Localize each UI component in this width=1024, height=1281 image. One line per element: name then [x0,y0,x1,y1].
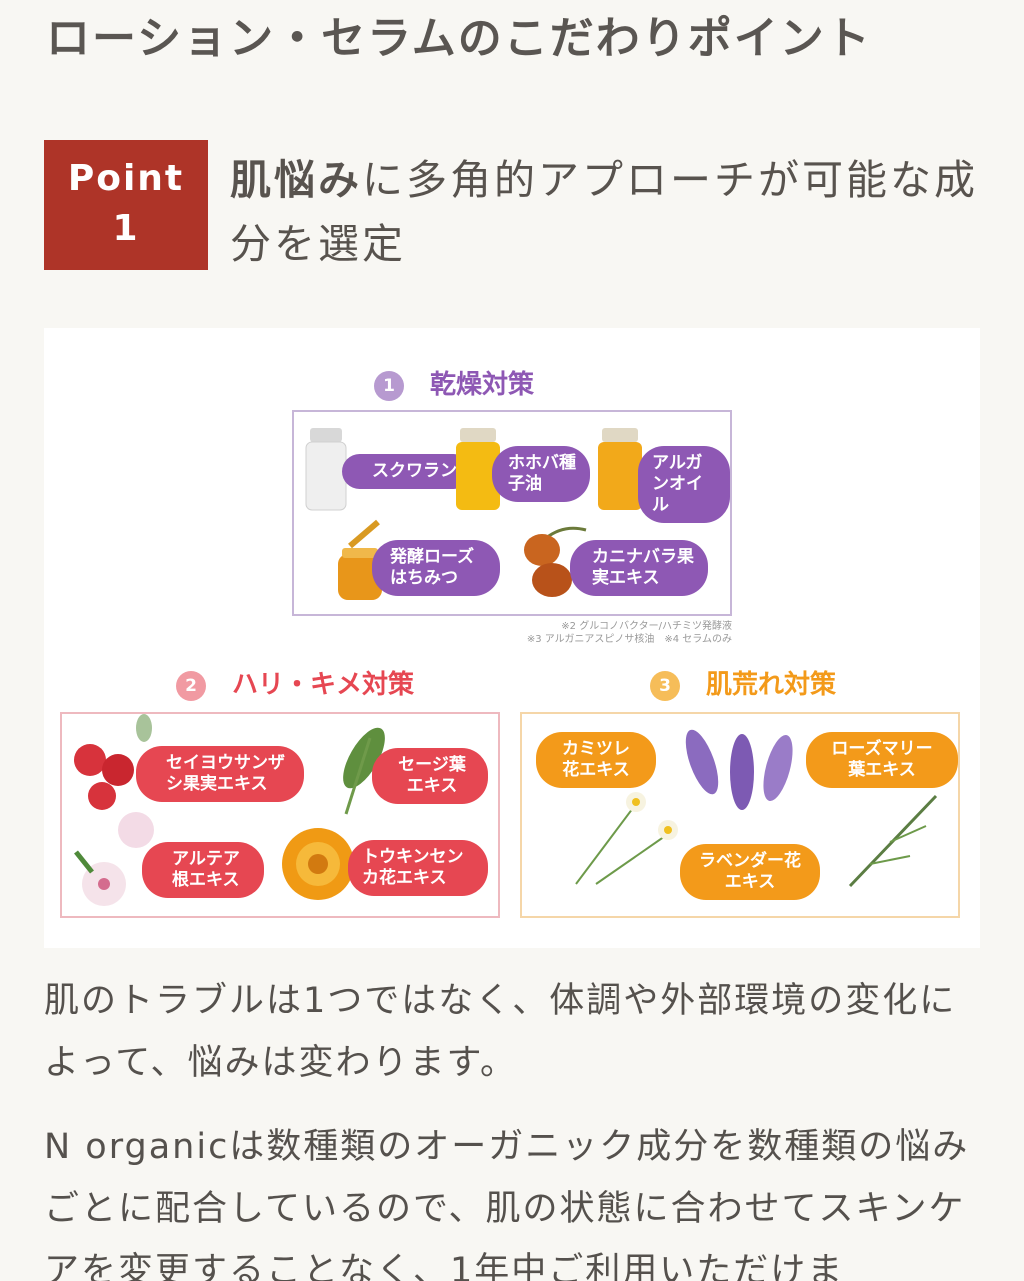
marshmallow-flower-icon [74,812,154,906]
firm-box: セイヨウサンザシ果実エキス セージ葉エキス アルテア根エキス トウキンセンカ花エ… [60,712,500,918]
dry-number-icon: 1 [374,370,404,401]
section-title: ローション・セラムのこだわりポイント [46,13,872,64]
ingredient-rosehip: カニナバラ果実エキス [570,540,708,596]
dry-title: 1 乾燥対策 [374,364,534,401]
ingredient-chamomile: カミツレ花エキス [536,732,656,788]
firm-title: 2 ハリ・キメ対策 [176,664,414,701]
body-paragraph-2: N organicは数種類のオーガニック成分を数種類の悩みごとに配合しているので… [44,1127,970,1281]
ingredient-calendula: トウキンセンカ花エキス [348,840,488,896]
firm-number-icon: 2 [176,670,206,701]
ingredient-jojoba: ホホバ種子油 [492,446,590,502]
point-badge-number: 1 [112,208,140,249]
dry-note-1: ※2 グルコノバクター/ハチミツ発酵液 [561,621,732,632]
rosemary-icon [848,794,938,888]
rosehip-icon [524,526,587,597]
point-heading-bold: 肌悩み [230,156,362,204]
rough-number-icon: 3 [650,670,680,701]
dry-notes: ※2 グルコノバクター/ハチミツ発酵液 ※3 アルガニアスピノサ核油 ※4 セラ… [527,620,732,646]
rough-title: 3 肌荒れ対策 [650,664,836,701]
point-badge-word: Point [67,158,185,199]
chamomile-icon [575,792,678,885]
hawthorn-icon [74,714,152,810]
lavender-icon [685,729,793,810]
ingredient-squalane: スクワラン [342,454,471,489]
point-heading: 肌悩みに多角的アプローチが可能な成分を選定 [230,148,990,276]
dry-box: スクワラン ホホバ種子油 アルガンオイル 発酵ローズはちみつ カニナバラ果実エキ… [292,410,732,616]
honey-jar-icon [338,519,382,600]
ingredient-hawthorn: セイヨウサンザシ果実エキス [136,746,304,802]
dry-title-text: 乾燥対策 [430,370,535,400]
ingredient-marshmallow: アルテア根エキス [142,842,264,898]
ingredient-lavender: ラベンダー花エキス [680,844,820,900]
dry-note-2: ※3 アルガニアスピノサ核油 ※4 セラムのみ [526,634,732,645]
point-badge: Point 1 [44,140,208,270]
ingredient-sage: セージ葉エキス [372,748,488,804]
sage-leaf-icon [343,727,385,815]
rough-title-text: 肌荒れ対策 [706,670,837,700]
calendula-flower-icon [282,828,354,900]
jojoba-bottle-icon [456,428,500,510]
ingredient-argan: アルガンオイル [638,446,730,523]
point-heading-rest: に多角的アプローチが可能な成分を選定 [230,156,978,268]
body-paragraph-1: 肌のトラブルは1つではなく、体調や外部環境の変化によって、悩みは変わります。 [44,981,957,1083]
rough-box: カミツレ花エキス ローズマリー葉エキス ラベンダー花エキス [520,712,960,918]
ingredient-rose-honey: 発酵ローズはちみつ [372,540,500,596]
argan-bottle-icon [598,428,642,510]
ingredient-rosemary: ローズマリー葉エキス [806,732,958,788]
firm-title-text: ハリ・キメ対策 [232,670,415,700]
